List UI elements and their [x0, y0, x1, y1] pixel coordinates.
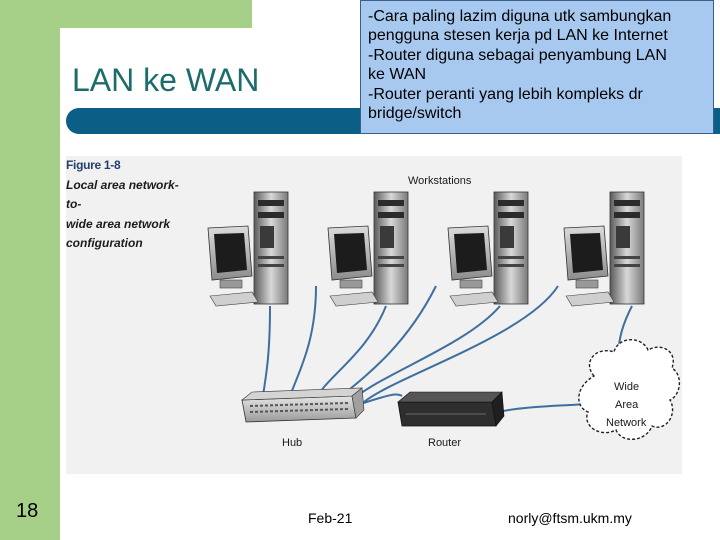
callout-line: bridge/switch: [368, 105, 462, 123]
wan-label-line2: Area: [615, 399, 639, 411]
figure-caption-line: wide area network: [66, 216, 171, 231]
slide-title: LAN ke WAN: [72, 62, 260, 98]
wan-label-line1: Wide: [614, 381, 639, 393]
left-green-band: [0, 0, 60, 540]
wan-cloud: [578, 339, 680, 440]
figure-number: Figure 1-8: [66, 158, 121, 172]
hub-device: [241, 387, 365, 423]
figure-caption-line: Local area network-to-: [66, 177, 179, 212]
hub-label: Hub: [282, 437, 302, 449]
router-device: [397, 391, 505, 427]
callout-line: ke WAN: [368, 66, 427, 84]
footer-email: norly@ftsm.ukm.my: [508, 510, 632, 526]
callout-line: pengguna stesen kerja pd LAN ke Internet: [368, 27, 668, 45]
figure-caption: Figure 1-8 Local area network-to- wide a…: [66, 156, 186, 254]
figure-caption-line: configuration: [66, 236, 143, 250]
wan-label-line3: Network: [606, 417, 647, 429]
callout-line: -Cara paling lazim diguna utk sambungkan: [368, 8, 672, 25]
router-label: Router: [428, 437, 461, 449]
slide-number: 18: [16, 500, 39, 522]
callout-line: -Router peranti yang lebih kompleks dr: [368, 85, 643, 103]
footer-date: Feb-21: [308, 510, 353, 526]
callout-box: -Cara paling lazim diguna utk sambungkan…: [360, 0, 714, 134]
top-green-band: [60, 0, 252, 28]
network-diagram: Workstations Hub Router Wide Area Netwo: [66, 156, 682, 474]
callout-line: -Router diguna sebagai penyambung LAN: [368, 46, 667, 64]
workstations-label: Workstations: [408, 175, 472, 187]
